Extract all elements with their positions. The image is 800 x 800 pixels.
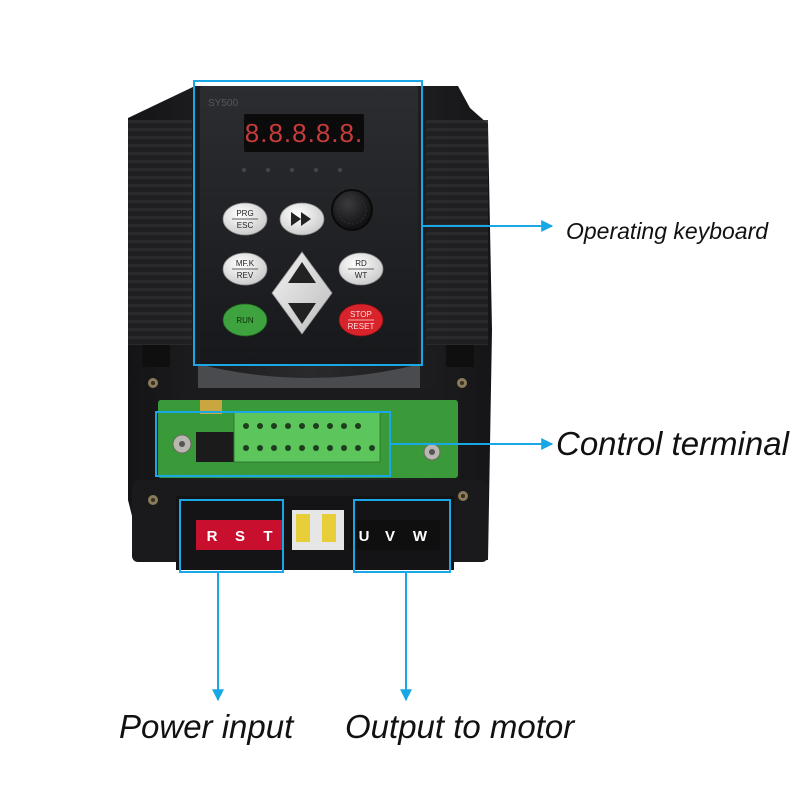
svg-text:PRG: PRG: [236, 209, 253, 218]
control-terminal-block: [233, 411, 381, 463]
svg-text:RD: RD: [355, 259, 367, 268]
shift-key[interactable]: [279, 202, 325, 236]
stop-reset-key[interactable]: STOP RESET: [338, 303, 384, 337]
terminal-u: U: [359, 528, 370, 545]
display-digits: 8.8.8.8.8.: [245, 118, 363, 148]
svg-text:ESC: ESC: [237, 221, 254, 230]
control-board: [158, 400, 458, 478]
svg-text:RUN: RUN: [236, 316, 254, 325]
potentiometer-knob[interactable]: [331, 189, 373, 231]
fast-forward-icon: [291, 212, 311, 226]
power-terminal-block: R S T U V W: [176, 496, 454, 570]
up-arrow-key[interactable]: [288, 262, 316, 283]
brand-mark: SY500: [208, 98, 238, 109]
svg-text:STOP: STOP: [350, 310, 372, 319]
power-input-label: Power input: [119, 708, 294, 745]
mfk-rev-key[interactable]: MF.K REV: [222, 252, 268, 286]
terminal-r: R: [207, 528, 218, 545]
svg-text:MF.K: MF.K: [236, 259, 255, 268]
motor-output-highlight-box: [353, 499, 451, 573]
direction-pad: [271, 251, 333, 335]
svg-text:RESET: RESET: [348, 322, 375, 331]
terminal-s: S: [235, 528, 245, 545]
rd-wt-key[interactable]: RD WT: [338, 252, 384, 286]
output-to-motor-label: Output to motor: [345, 708, 575, 745]
prg-esc-key[interactable]: PRG ESC: [222, 202, 268, 236]
control-terminal-label: Control terminal: [556, 425, 789, 462]
power-input-highlight-box: [179, 499, 284, 573]
indicator-leds: [241, 167, 343, 173]
keypad-panel: SY500 8.8.8.8.8. PRG ESC: [200, 86, 418, 366]
svg-text:WT: WT: [355, 271, 368, 280]
keyboard-highlight-box: [193, 80, 423, 366]
down-arrow-key[interactable]: [288, 303, 316, 324]
terminal-w: W: [413, 528, 428, 545]
svg-text:REV: REV: [237, 271, 254, 280]
terminal-v: V: [385, 528, 395, 545]
led-display: 8.8.8.8.8.: [244, 114, 364, 152]
run-key[interactable]: RUN: [222, 303, 268, 337]
terminal-t: T: [263, 528, 272, 545]
operating-keyboard-label: Operating keyboard: [566, 218, 769, 244]
